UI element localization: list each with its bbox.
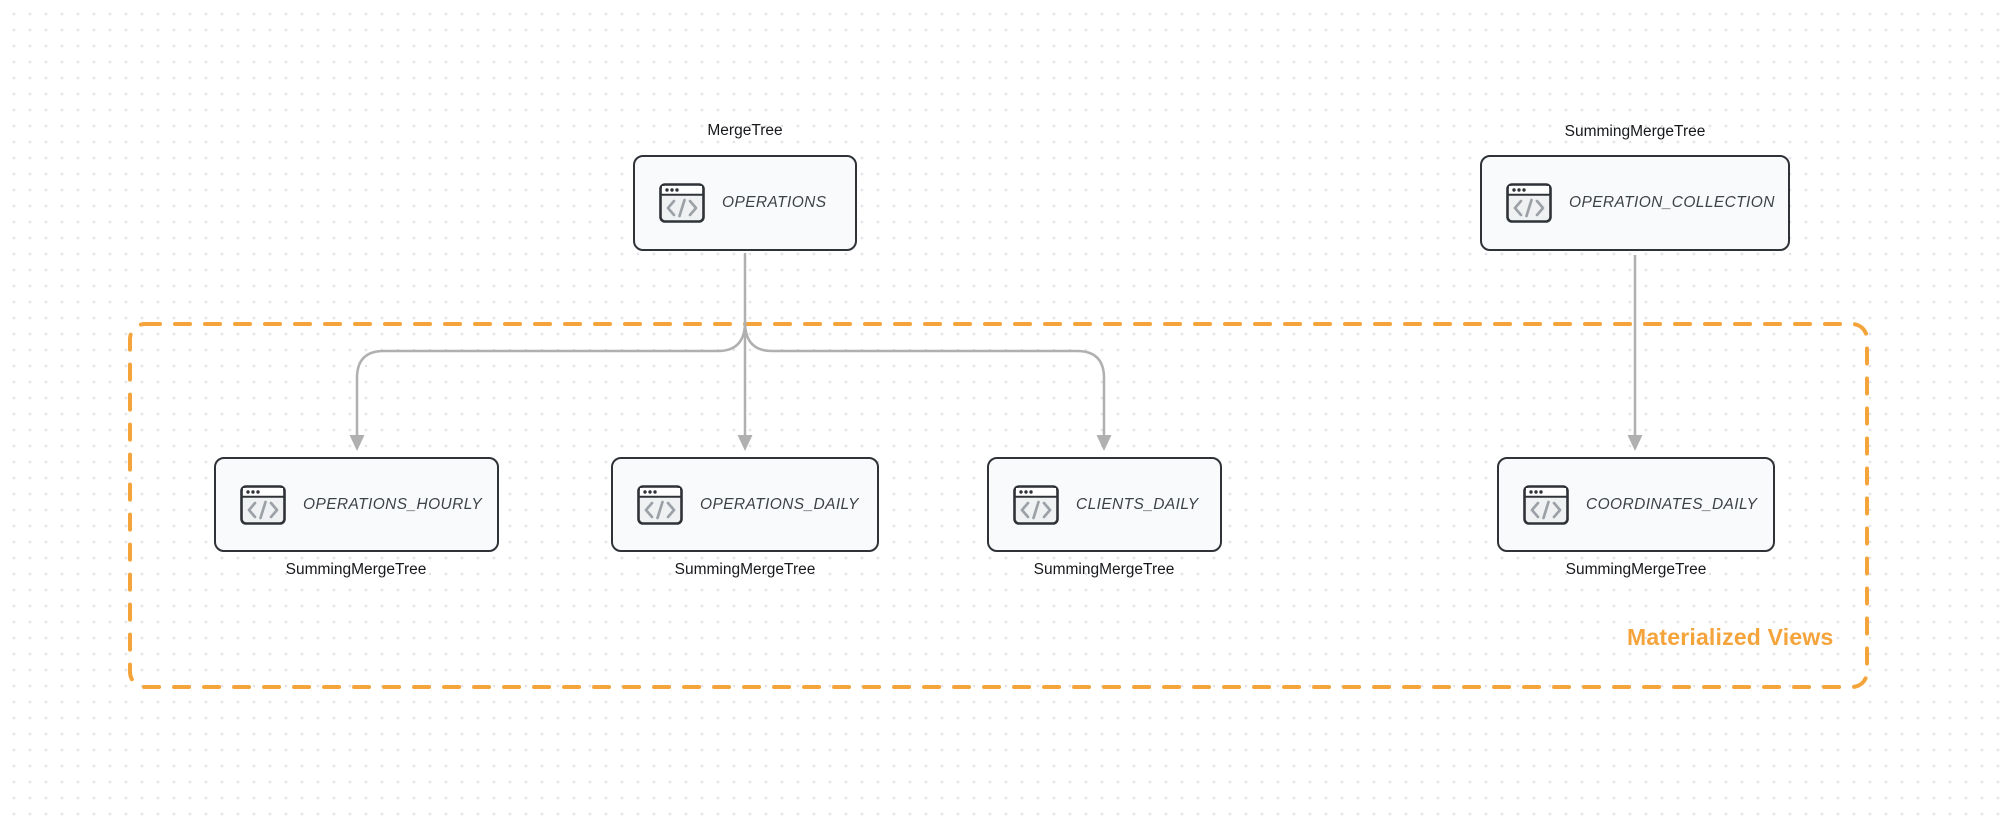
arrowhead-clients-daily — [1096, 435, 1112, 451]
arrowhead-coordinates-daily — [1627, 435, 1643, 451]
code-window-icon — [637, 484, 683, 525]
code-window-icon — [1523, 484, 1569, 525]
node-clients-daily: CLIENTS_DAILY — [987, 457, 1222, 552]
edge-operations-to-operations-hourly — [355, 321, 747, 436]
engine-label-coordinates-daily: SummingMergeTree — [1565, 561, 1707, 578]
node-operations-hourly: OPERATIONS_HOURLY — [214, 457, 499, 552]
table-name: OPERATIONS_HOURLY — [303, 495, 483, 513]
code-window-icon — [1013, 484, 1059, 525]
table-name: OPERATION_COLLECTION — [1569, 194, 1775, 211]
node-coordinates-daily: COORDINATES_DAILY — [1497, 457, 1775, 552]
engine-label-operations-hourly: SummingMergeTree — [285, 561, 427, 578]
engine-label-operations-daily: SummingMergeTree — [674, 561, 816, 578]
table-name: COORDINATES_DAILY — [1586, 495, 1758, 513]
code-window-icon — [240, 484, 286, 525]
code-window-icon — [1506, 183, 1552, 223]
table-name: OPERATIONS_DAILY — [700, 495, 859, 513]
engine-label-clients-daily: SummingMergeTree — [1033, 561, 1175, 578]
table-name: OPERATIONS — [722, 194, 827, 211]
edge-operations-to-clients-daily — [743, 321, 1106, 436]
materialized-views-label: Materialized Views — [1627, 624, 1834, 650]
engine-label-operation-collection: SummingMergeTree — [1564, 123, 1706, 140]
node-operations-daily: OPERATIONS_DAILY — [611, 457, 879, 552]
node-operations: OPERATIONS — [633, 155, 857, 251]
node-operation-collection: OPERATION_COLLECTION — [1480, 155, 1790, 251]
code-window-icon — [659, 183, 705, 223]
arrowhead-operations-daily — [737, 435, 753, 451]
engine-label-operations: MergeTree — [707, 122, 783, 139]
table-name: CLIENTS_DAILY — [1076, 495, 1199, 513]
arrowhead-operations-hourly — [349, 435, 365, 451]
materialized-views-container — [128, 322, 1869, 689]
